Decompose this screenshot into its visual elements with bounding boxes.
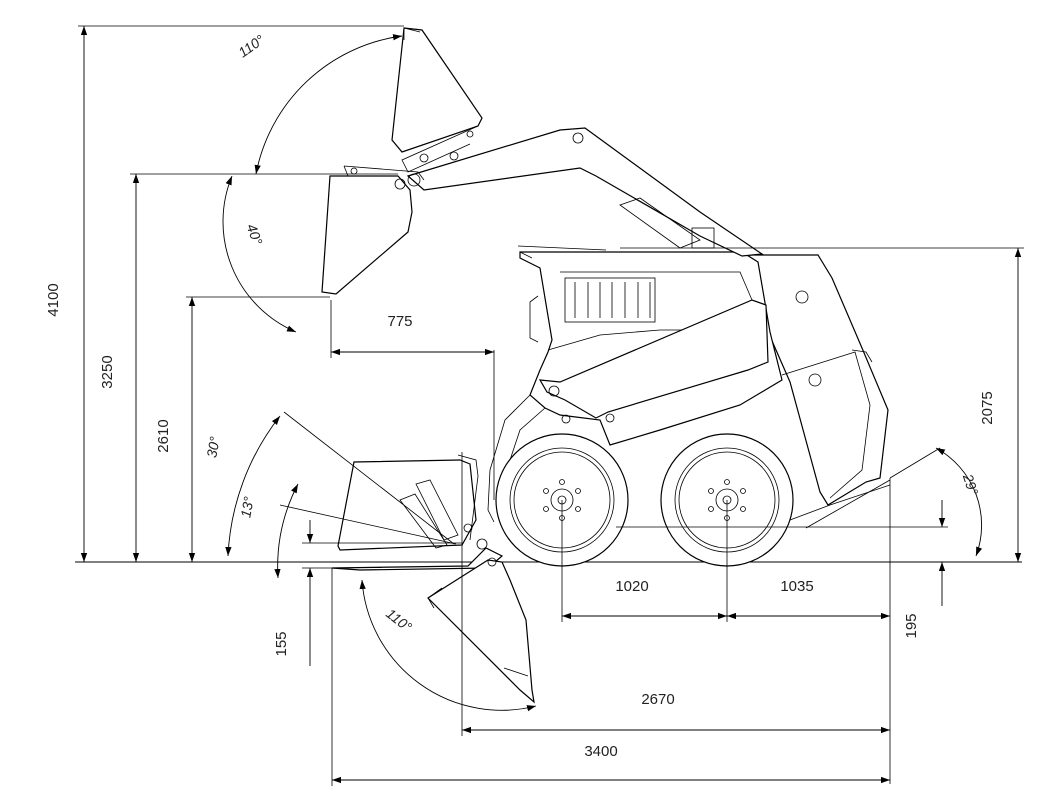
label-angle-40: 40° <box>244 222 266 248</box>
label-3400: 3400 <box>584 743 617 760</box>
label-4100: 4100 <box>45 283 62 316</box>
arc-40 <box>222 175 297 333</box>
arc-110-bottom <box>359 579 537 712</box>
label-195: 195 <box>903 613 920 638</box>
label-2075: 2075 <box>979 391 996 424</box>
label-angle-110-bottom: 110° <box>383 605 415 635</box>
label-angle-110-top: 110° <box>235 31 267 60</box>
loader-arm <box>538 299 769 419</box>
label-1035: 1035 <box>780 578 813 595</box>
bucket-top <box>391 27 483 173</box>
label-775: 775 <box>387 313 412 330</box>
bucket-lowered <box>427 557 535 704</box>
label-2670: 2670 <box>641 691 674 708</box>
label-2610: 2610 <box>155 419 172 452</box>
bucket-dump <box>321 165 425 295</box>
arc-30 <box>225 415 281 557</box>
arc-110-top <box>254 34 403 175</box>
label-angle-29: 29° <box>960 471 982 497</box>
label-155: 155 <box>273 631 290 656</box>
label-angle-13: 13° <box>237 495 257 519</box>
skid-steer-loader <box>406 127 891 567</box>
grab-handle <box>517 245 607 259</box>
label-3250: 3250 <box>99 355 116 388</box>
label-1020: 1020 <box>615 578 648 595</box>
label-angle-30: 30° <box>203 435 223 459</box>
lift-arm-upper <box>406 127 764 257</box>
arc-13 <box>274 483 299 579</box>
arc-29 <box>935 447 983 557</box>
